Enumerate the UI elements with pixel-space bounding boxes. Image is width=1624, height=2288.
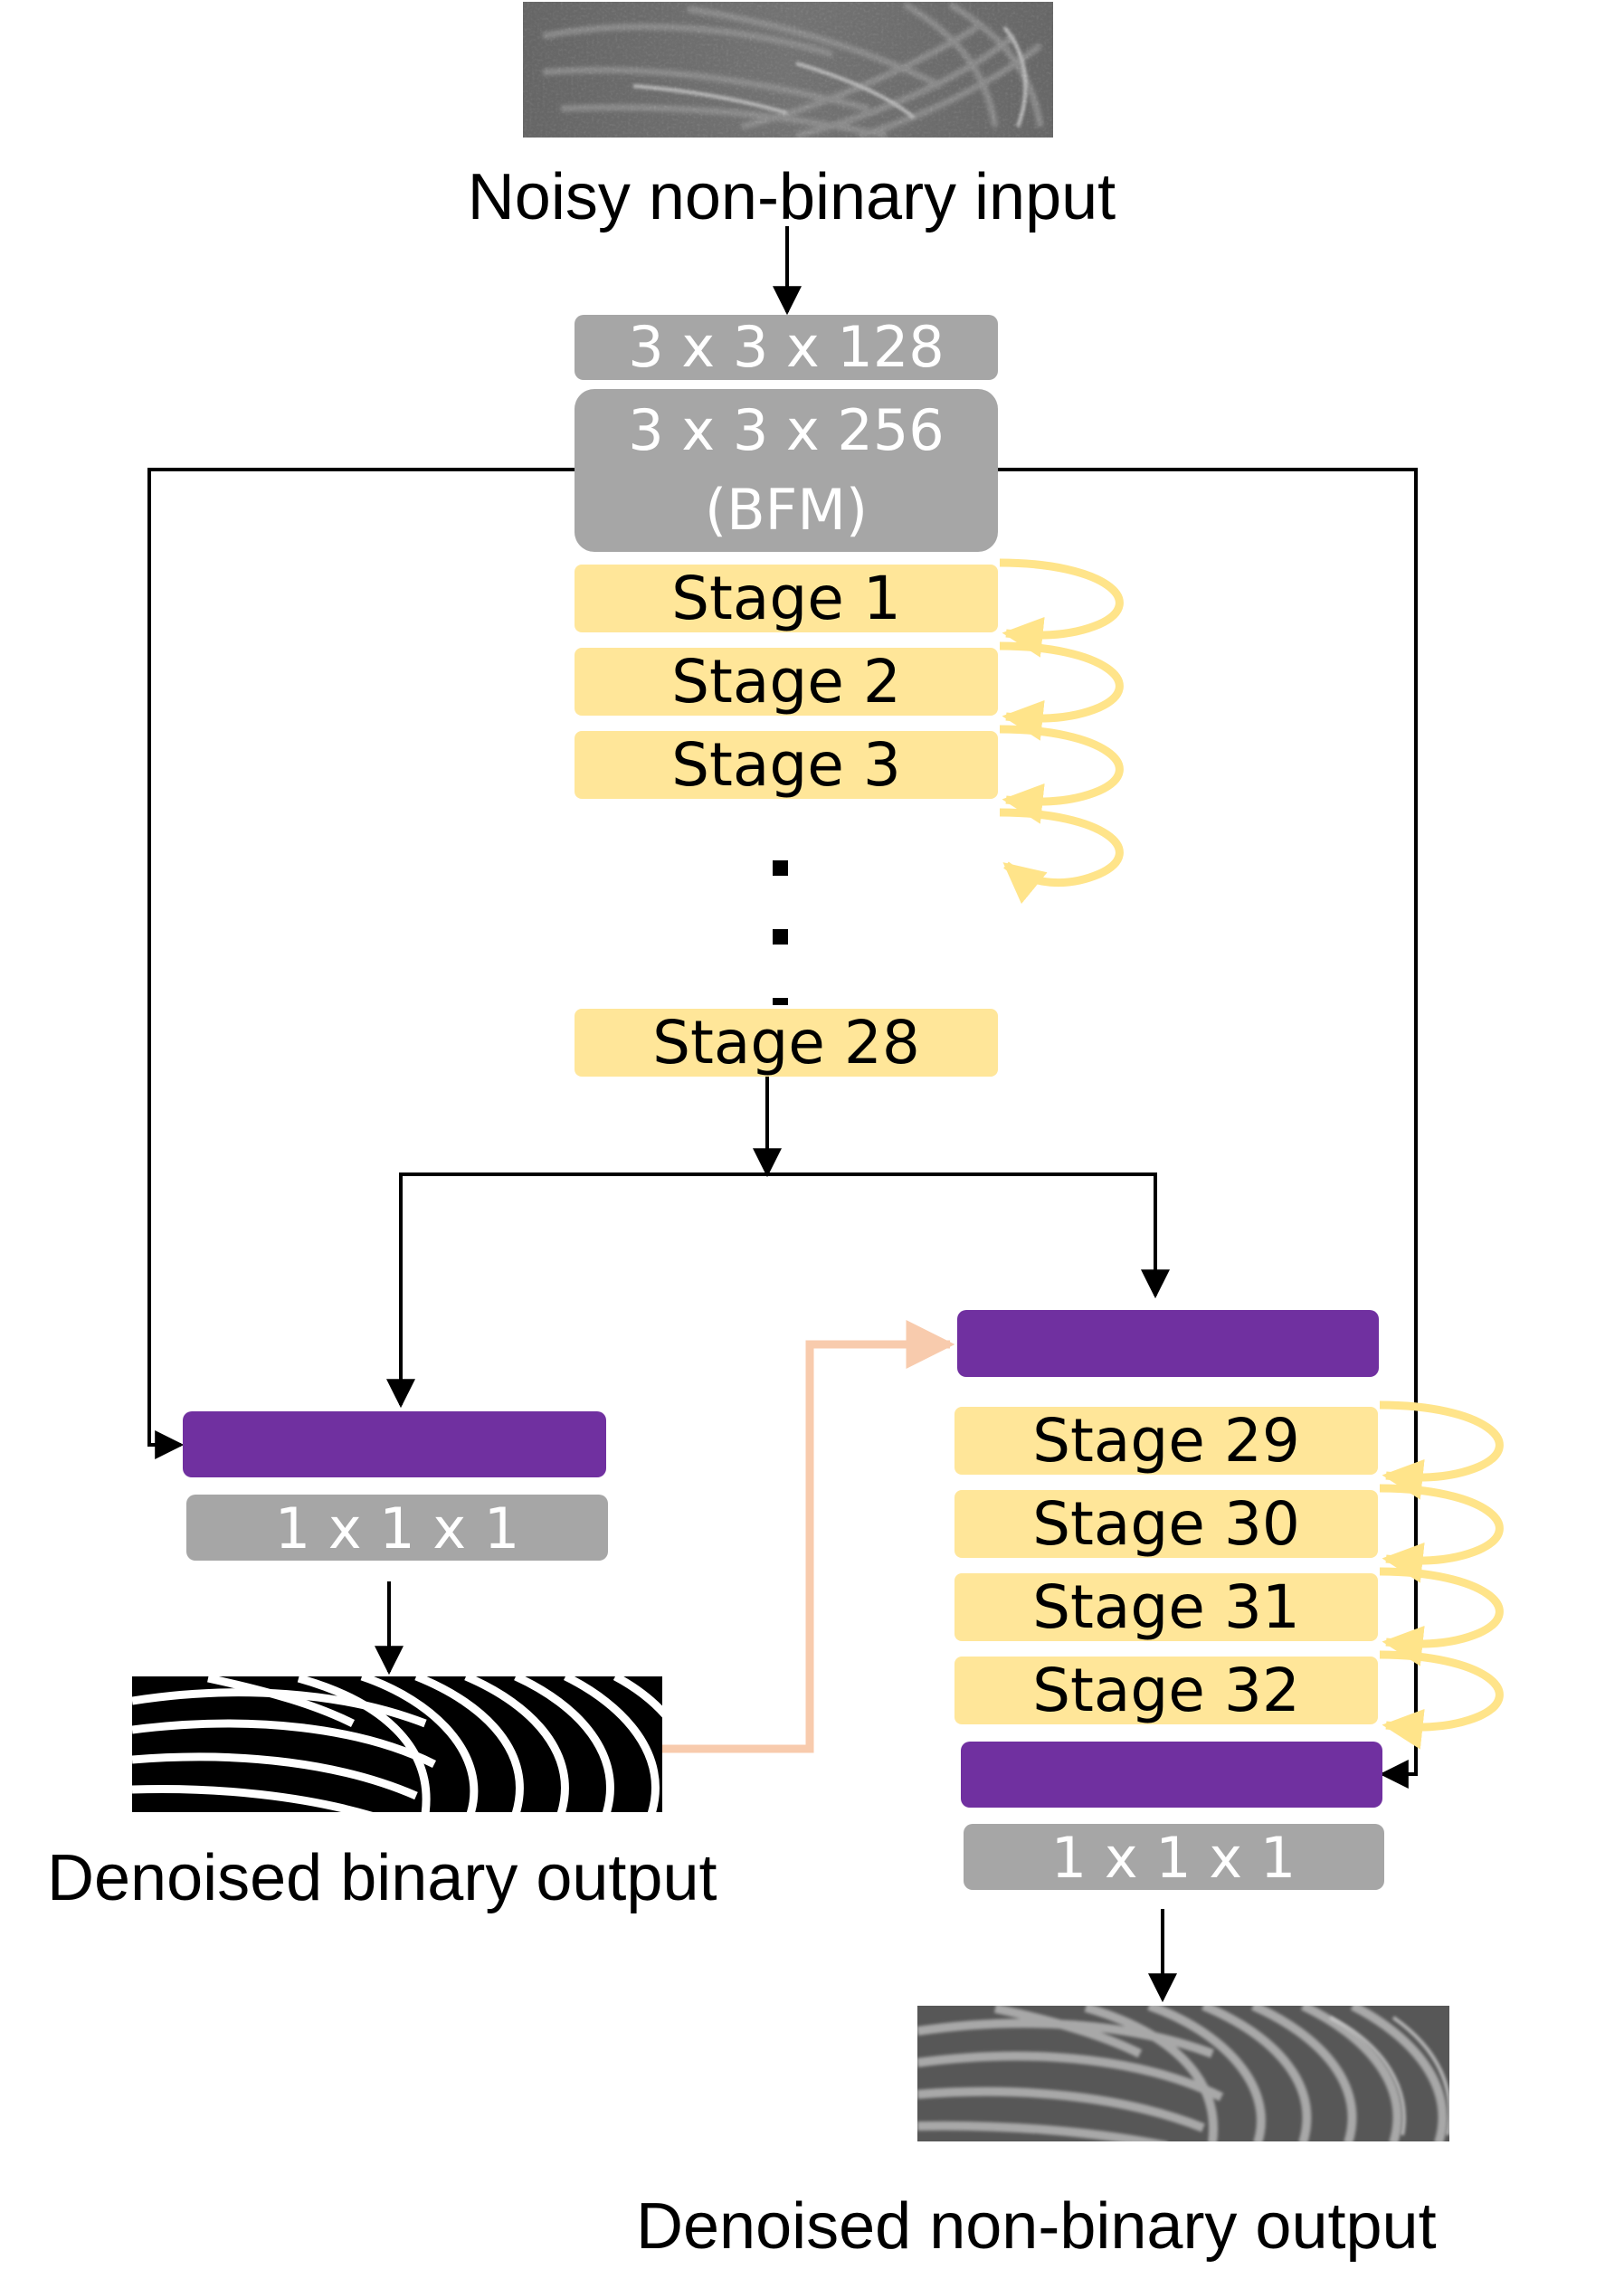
nonbinary-conv-label: 1 x 1 x 1	[1051, 1825, 1296, 1891]
stage-3-block: Stage 3	[575, 730, 998, 800]
stage-1-label: Stage 1	[671, 564, 901, 633]
stage-30-block: Stage 30	[954, 1489, 1378, 1559]
stage-loop-arrows-top	[999, 558, 1124, 905]
skip-line-left	[147, 468, 575, 1459]
stage-29-block: Stage 29	[954, 1406, 1378, 1476]
stage-loop-arrows-bottom	[1379, 1400, 1504, 1750]
stage-32-block: Stage 32	[954, 1656, 1378, 1725]
denoised-fingerprint-image	[917, 2006, 1449, 2141]
stage-29-label: Stage 29	[1032, 1406, 1300, 1476]
nonbinary-fusion-block-top	[957, 1310, 1379, 1377]
nonbinary-conv-block: 1 x 1 x 1	[964, 1824, 1384, 1891]
conv-block-128: 3 x 3 x 128	[575, 314, 998, 380]
stage-3-label: Stage 3	[671, 730, 901, 800]
stage-31-label: Stage 31	[1032, 1572, 1300, 1642]
stage-30-label: Stage 30	[1032, 1489, 1300, 1559]
branch-line-left	[386, 1172, 767, 1409]
skip-line-right	[998, 468, 1418, 1789]
binary-conv-label: 1 x 1 x 1	[275, 1495, 520, 1562]
stage-2-label: Stage 2	[671, 647, 901, 717]
binary-branch-fusion-block	[183, 1411, 606, 1477]
nonbinary-fusion-block-bottom	[961, 1742, 1382, 1808]
stage-32-label: Stage 32	[1032, 1656, 1300, 1725]
conv-block-bfm-label: (BFM)	[705, 477, 868, 543]
binary-feedback-arrow	[662, 1320, 955, 1753]
conv-block-256-label: 3 x 3 x 256	[628, 397, 944, 463]
noisy-fingerprint-image	[523, 2, 1053, 138]
branch-line-right	[767, 1172, 1170, 1299]
stage-28-label: Stage 28	[652, 1008, 920, 1078]
stage-31-block: Stage 31	[954, 1572, 1378, 1642]
stage-2-block: Stage 2	[575, 647, 998, 717]
conv-block-256-bfm: 3 x 3 x 256 (BFM)	[575, 389, 998, 552]
nonbinary-output-label: Denoised non-binary output	[636, 2190, 1437, 2263]
stage-1-block: Stage 1	[575, 564, 998, 633]
vertical-ellipsis-icon	[773, 860, 788, 1005]
conv-block-128-label: 3 x 3 x 128	[628, 314, 944, 380]
input-label: Noisy non-binary input	[468, 161, 1116, 233]
binary-conv-block: 1 x 1 x 1	[186, 1495, 608, 1562]
binary-fingerprint-image	[132, 1676, 662, 1812]
stage-28-block: Stage 28	[575, 1008, 998, 1078]
binary-output-label: Denoised binary output	[47, 1842, 717, 1914]
